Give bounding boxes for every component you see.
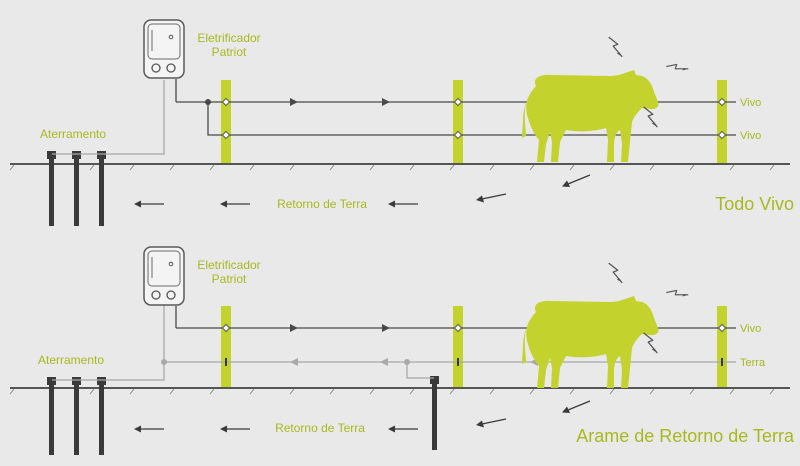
- ground-rods: [47, 151, 106, 226]
- shock-bolt-icon: [608, 36, 623, 58]
- fence-post: [221, 80, 231, 163]
- ground-line: [10, 387, 790, 389]
- panel-earth-return-wire: Eletrificador Patriot: [9, 246, 795, 455]
- energizer-label: Eletrificador: [197, 258, 260, 272]
- fence-post: [453, 306, 463, 387]
- grounding-wire: [52, 305, 165, 381]
- energizer-label: Eletrificador: [197, 31, 260, 45]
- energizer-model-label: Patriot: [212, 272, 247, 286]
- energizer-icon: [143, 19, 185, 79]
- wire-label-earth: Terra: [740, 357, 766, 369]
- insulators: [221, 97, 727, 140]
- earth-wire-clips: [225, 358, 723, 366]
- grounding-wire: [52, 80, 165, 155]
- wire-label-live: Vivo: [740, 323, 761, 335]
- shock-bolt-icon: [665, 56, 690, 80]
- shock-bolt-icon: [642, 332, 659, 354]
- mid-ground-rod: [430, 376, 439, 384]
- earth-return-arrows: [134, 400, 591, 433]
- wire-junction: [205, 99, 211, 105]
- shock-bolt-icon: [608, 262, 623, 284]
- fence-post: [717, 306, 727, 387]
- earth-wire-link: [406, 362, 434, 379]
- fence-post: [221, 306, 231, 387]
- wire-junction: [404, 359, 410, 365]
- system-title: Todo Vivo: [715, 194, 794, 214]
- panel-all-live: Eletrificador Patriot: [9, 19, 794, 226]
- wire-label-live: Vivo: [740, 130, 761, 142]
- shock-bolt-icon: [665, 282, 690, 306]
- energizer-icon: [143, 246, 185, 306]
- ground-hatching: [9, 388, 775, 395]
- earth-return-label: Retorno de Terra: [277, 197, 367, 211]
- wire-label-live: Vivo: [740, 97, 761, 109]
- earth-return-arrows: [134, 174, 591, 208]
- fence-post: [453, 80, 463, 163]
- energizer-model-label: Patriot: [212, 45, 247, 59]
- shock-bolt-icon: [642, 106, 659, 128]
- system-title: Arame de Retorno de Terra: [576, 426, 795, 446]
- ground-line: [10, 163, 790, 165]
- ground-hatching: [9, 164, 775, 171]
- grounding-label: Aterramento: [40, 127, 106, 141]
- fence-post: [717, 80, 727, 163]
- wire-junction: [161, 359, 167, 365]
- cow-icon: [522, 296, 659, 388]
- ground-rods: [47, 377, 106, 455]
- earth-return-label: Retorno de Terra: [275, 421, 365, 435]
- insulators: [221, 323, 727, 333]
- cow-icon: [522, 70, 659, 162]
- mid-ground-rod: [432, 384, 437, 450]
- grounding-label: Aterramento: [38, 353, 104, 367]
